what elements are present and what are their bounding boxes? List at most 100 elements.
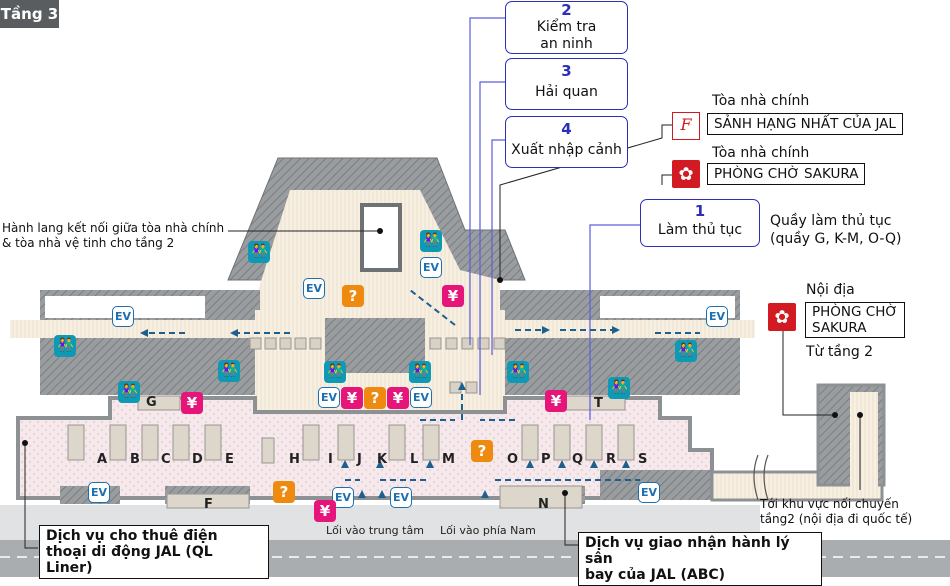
currency-exchange-icon: ¥ [442, 285, 464, 307]
center-entrance-label: Lối vào trung tâm [326, 524, 424, 537]
phone-rental-service: Dịch vụ cho thuê điện thoại di động JAL … [39, 525, 269, 579]
sakura-domestic-lounge-label: PHÒNG CHỜ SAKURA [805, 302, 905, 338]
counter-h: H [289, 452, 300, 467]
callout-text: an ninh [540, 36, 593, 52]
checkin-note-line1: Quầy làm thủ tục [770, 213, 892, 229]
sakura-domestic-name-line2: SAKURA [812, 320, 867, 336]
counter-blocks [67, 395, 635, 509]
callout-security: 2 Kiểm tra an ninh [505, 1, 628, 54]
seating-blocks [249, 337, 506, 394]
elevator-icon: EV [706, 306, 728, 327]
corridor-label: Hành lang kết nối giữa tòa nhà chính & t… [2, 221, 224, 251]
callout-number: 2 [561, 1, 572, 19]
restroom-icon: 👫 [507, 361, 529, 383]
counter-s: S [638, 452, 648, 467]
left-corridor [10, 320, 320, 338]
sakura-main-lounge-label: PHÒNG CHỜ SAKURA [707, 163, 866, 185]
sakura-domestic-name-line1: PHÒNG CHỜ [812, 304, 898, 320]
transfer-label-line2: tầng2 (nội địa đi quốc tế) [760, 512, 913, 526]
corridor-label-line2: & tòa nhà vệ tinh cho tầng 2 [2, 236, 175, 250]
currency-exchange-icon: ¥ [314, 500, 336, 522]
information-icon: ? [273, 481, 295, 503]
first-class-caption: Tòa nhà chính [712, 93, 810, 109]
counter-d: D [192, 452, 203, 467]
currency-exchange-icon: ¥ [387, 387, 409, 409]
restroom-icon: 👫 [608, 377, 630, 399]
counter-p: P [541, 452, 551, 467]
elevator-icon: EV [390, 487, 412, 508]
restroom-icon: 👫 [54, 335, 76, 357]
counter-l: L [410, 452, 419, 467]
transfer-label: Tới khu vực nối chuyến tầng2 (nội địa đi… [760, 497, 912, 527]
sakura-domestic-note: Từ tầng 2 [806, 344, 874, 360]
information-icon: ? [471, 440, 493, 462]
counter-n: N [538, 497, 549, 512]
restroom-icon: 👫 [218, 360, 240, 382]
information-icon: ? [342, 285, 364, 307]
counter-c: C [161, 452, 171, 467]
counter-m: M [442, 452, 455, 467]
counter-e: E [225, 452, 234, 467]
counter-r: R [606, 452, 617, 467]
currency-exchange-icon: ¥ [181, 392, 203, 414]
leader-lines-blue [469, 17, 640, 420]
break-mark [753, 454, 769, 501]
callout-text: Xuất nhập cảnh [511, 142, 622, 158]
counter-i: I [328, 452, 333, 467]
restroom-icon: 👫 [248, 241, 270, 263]
phone-rental-line2: thoại di động JAL (QL Liner) [46, 544, 213, 576]
currency-exchange-icon: ¥ [545, 390, 567, 412]
callout-text: Hải quan [535, 84, 598, 100]
elevator-icon: EV [112, 306, 134, 327]
leader-lines-black [24, 124, 861, 549]
counter-b: B [130, 452, 140, 467]
restroom-icon: 👫 [324, 361, 346, 383]
elevator-icon: EV [638, 482, 660, 503]
checkin-note-line2: (quầy G, K-M, O-Q) [770, 231, 902, 247]
restroom-icon: 👫 [118, 381, 140, 403]
restroom-icon: 👫 [420, 230, 442, 252]
checkin-note: Quầy làm thủ tục (quầy G, K-M, O-Q) [770, 212, 901, 248]
elevator-icon: EV [420, 257, 442, 278]
information-icon: ? [364, 387, 386, 409]
south-entrance-label: Lối vào phía Nam [440, 524, 536, 537]
callout-number: 3 [561, 62, 572, 80]
restroom-icon: 👫 [409, 361, 431, 383]
counter-f: F [204, 497, 213, 512]
callout-checkin: 1 Làm thủ tục [640, 199, 760, 247]
callout-immigration: 4 Xuất nhập cảnh [505, 116, 628, 168]
counter-g: G [146, 395, 157, 410]
baggage-line1: Dịch vụ giao nhận hành lý sân [585, 535, 790, 567]
counter-k: K [377, 452, 388, 467]
counter-o: O [507, 452, 519, 467]
leader-dots [22, 228, 863, 496]
callout-text: Kiểm tra [536, 19, 597, 35]
counter-t: T [594, 396, 603, 411]
sakura-lounge-icon: ✿ [672, 160, 700, 188]
currency-exchange-icon: ¥ [341, 387, 363, 409]
callout-number: 4 [561, 120, 572, 138]
sakura-domestic-lounge-icon: ✿ [768, 303, 796, 331]
phone-rental-line1: Dịch vụ cho thuê điện [46, 528, 218, 544]
transfer-stair-well [850, 392, 878, 492]
sakura-main-caption: Tòa nhà chính [712, 145, 810, 161]
elevator-icon: EV [332, 487, 354, 508]
counter-j: J [357, 452, 362, 467]
baggage-line2: bay của JAL (ABC) [585, 567, 726, 583]
direction-arrows [145, 289, 700, 481]
transfer-label-line1: Tới khu vực nối chuyến [760, 497, 899, 511]
elevator-icon: EV [303, 278, 325, 299]
elevator-icon: EV [88, 482, 110, 503]
baggage-service: Dịch vụ giao nhận hành lý sân bay của JA… [578, 532, 822, 586]
callout-number: 1 [694, 202, 706, 220]
callout-customs: 3 Hải quan [505, 58, 628, 110]
counter-q: Q [572, 452, 584, 467]
callout-text: Làm thủ tục [657, 222, 743, 238]
upper-void [360, 203, 402, 272]
elevator-icon: EV [318, 387, 340, 408]
right-wing-void [600, 296, 735, 318]
first-class-lounge-label: SẢNH HẠNG NHẤT CỦA JAL [707, 113, 903, 135]
elevator-icon: EV [410, 387, 432, 408]
counter-a: A [97, 452, 108, 467]
arrow-heads [140, 326, 630, 498]
